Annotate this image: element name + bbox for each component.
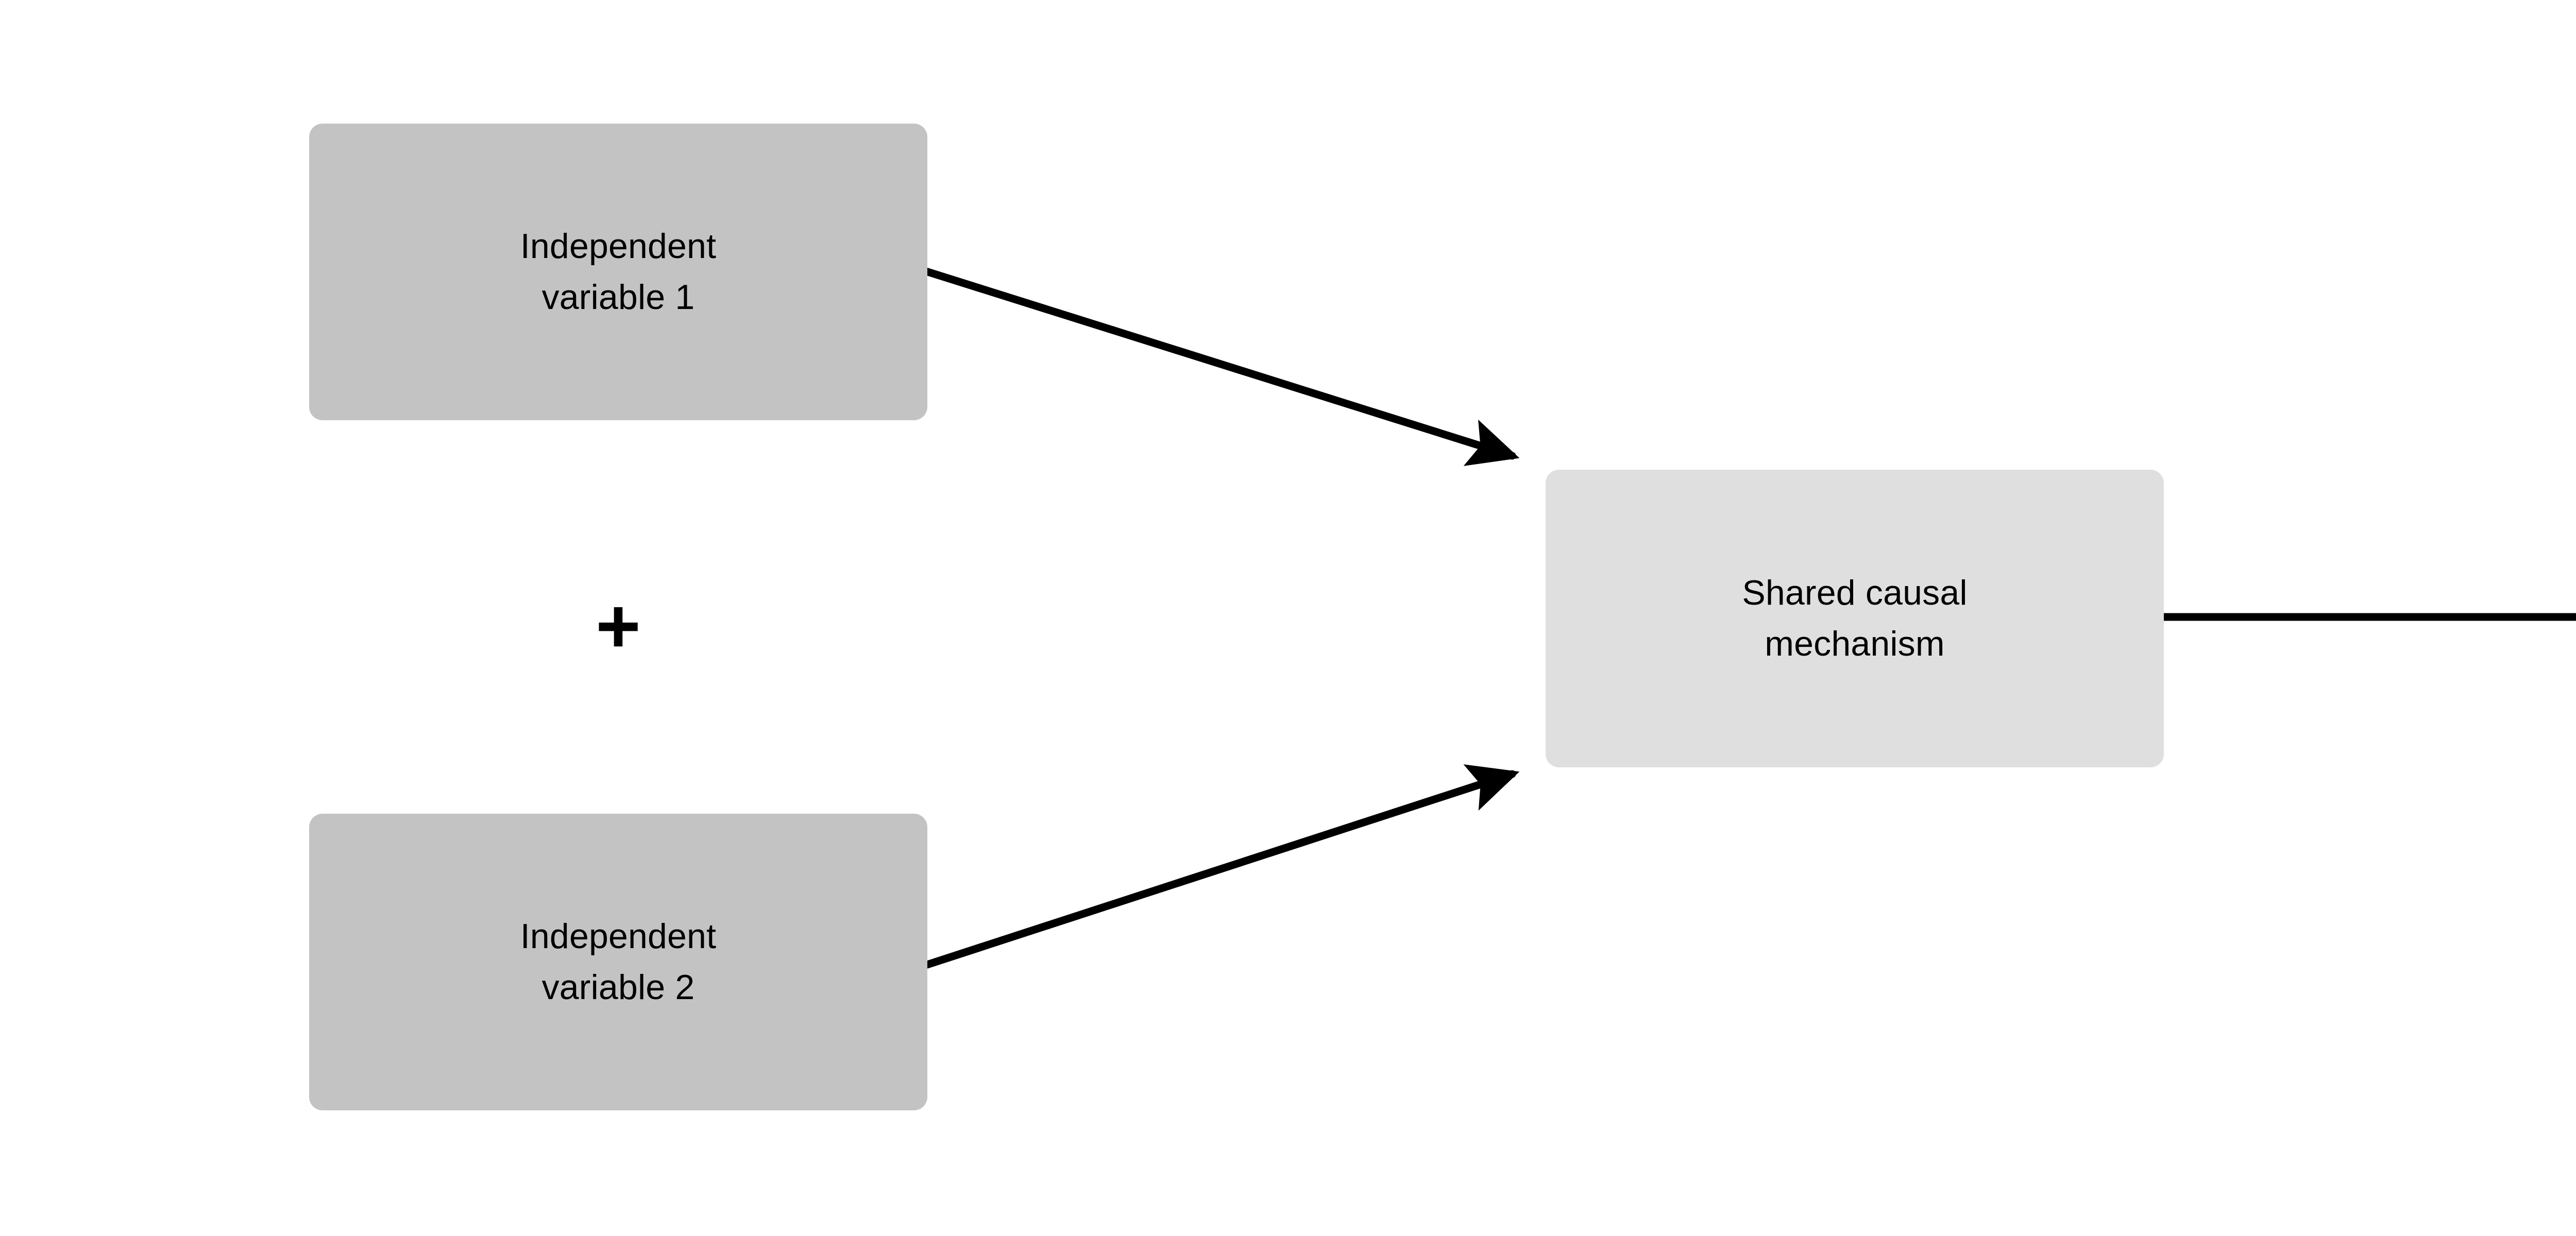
plus-operator-icon: + [596,582,641,669]
node-independent-variable-2-label: Independent variable 2 [520,917,717,1007]
edge-iv2-to-mechanism [923,764,1520,969]
node-shared-causal-mechanism[interactable]: Shared causal mechanism [1546,470,2164,767]
node-independent-variable-2[interactable]: Independent variable 2 [309,814,927,1110]
node-independent-variable-1[interactable]: Independent variable 1 [309,124,927,420]
node-shared-causal-mechanism-label: Shared causal mechanism [1742,573,1968,663]
edge-iv1-to-mechanism [922,267,1520,466]
node-independent-variable-1-label: Independent variable 1 [520,227,717,317]
